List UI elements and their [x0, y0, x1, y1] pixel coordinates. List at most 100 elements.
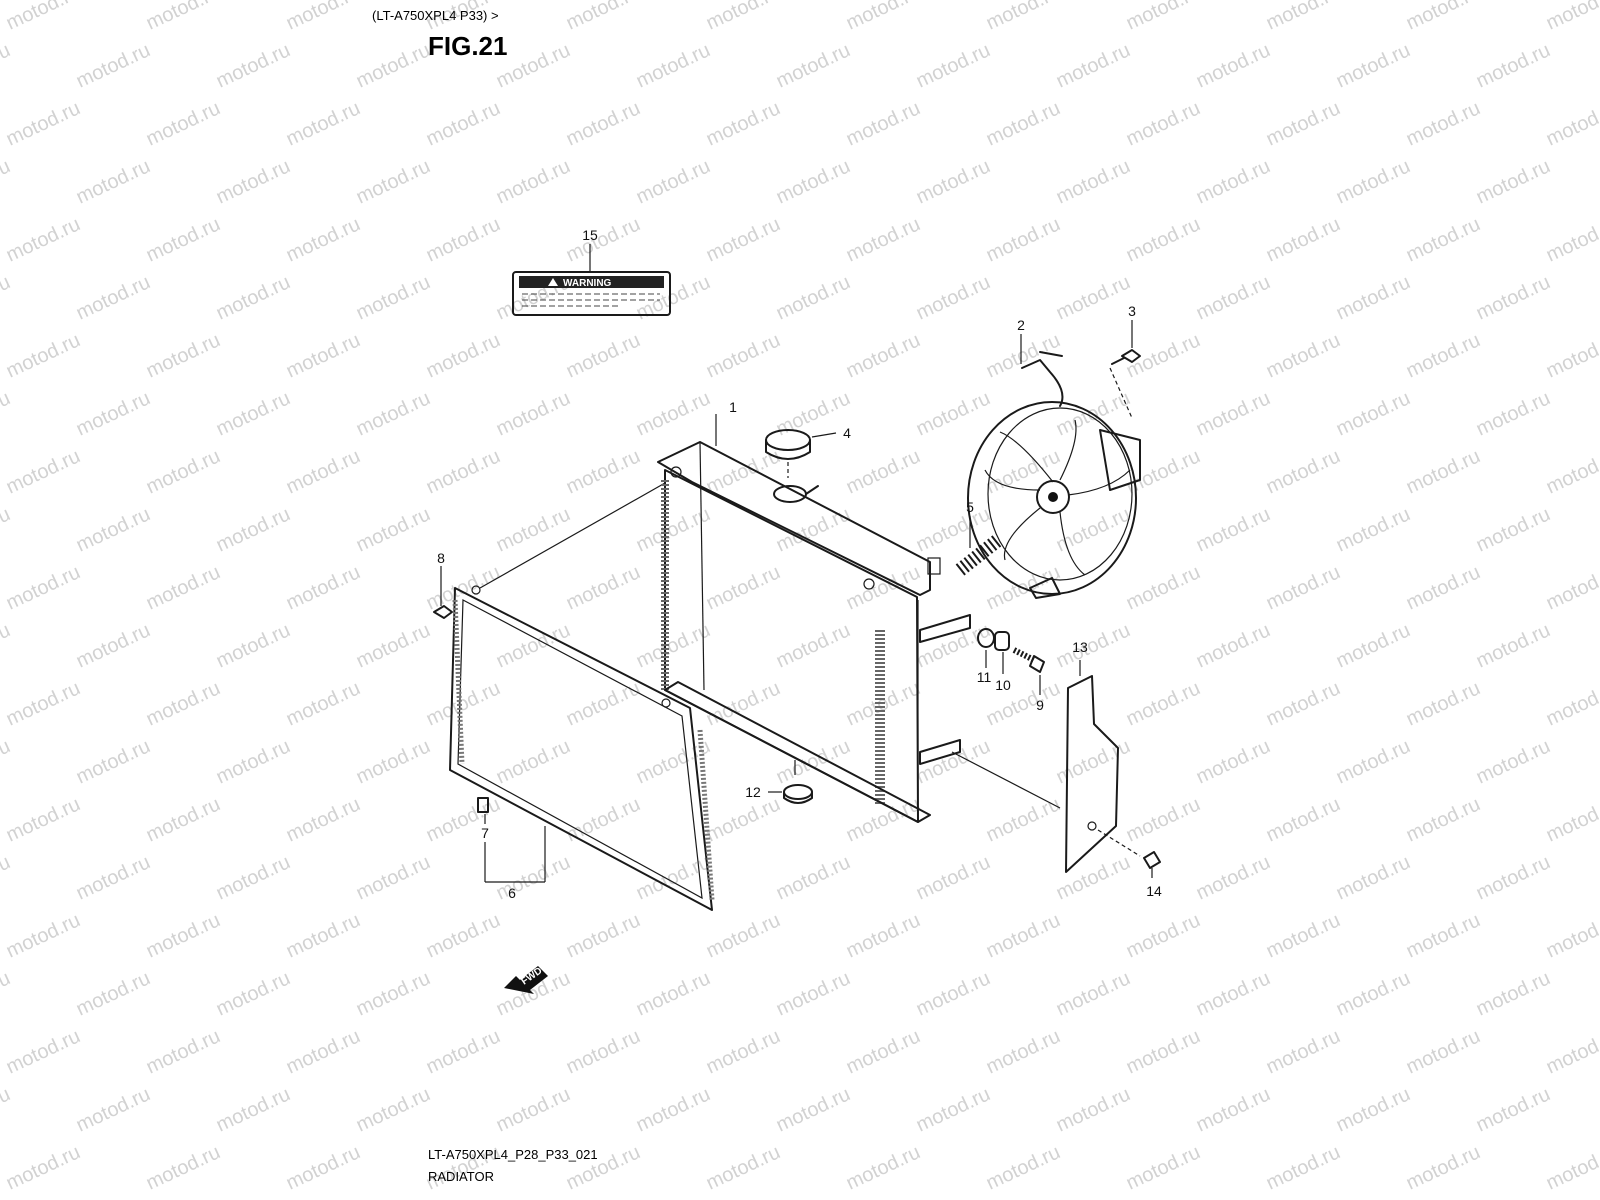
watermark-text: motod.ru [423, 909, 504, 962]
diagram-title: RADIATOR [428, 1169, 494, 1184]
watermark-text: motod.ru [1263, 1141, 1344, 1194]
watermark-text: motod.ru [703, 1141, 784, 1194]
watermark-text: motod.ru [843, 909, 924, 962]
watermark-text: motod.ru [983, 0, 1064, 35]
watermark-text: motod.ru [143, 0, 224, 35]
watermark-text: motod.ru [1053, 155, 1134, 208]
watermark-text: motod.ru [1333, 851, 1414, 904]
callout-3: 3 [1128, 303, 1136, 319]
watermark-text: motod.ru [983, 909, 1064, 962]
watermark-text: motod.ru [3, 1141, 84, 1194]
callout-8: 8 [437, 550, 445, 566]
hose-5 [955, 516, 1003, 576]
watermark-text: motod.ru [1193, 851, 1274, 904]
watermark-text: motod.ru [213, 851, 294, 904]
watermark-text: motod.ru [213, 271, 294, 324]
watermark-text: motod.ru [213, 155, 294, 208]
watermark-text: motod.ru [1333, 735, 1414, 788]
watermark-text: motod.ru [913, 967, 994, 1020]
watermark-text: motod.ru [213, 619, 294, 672]
watermark-text: motod.ru [493, 155, 574, 208]
watermark-text: motod.ru [73, 271, 154, 324]
watermark-text: motod.ru [1543, 677, 1600, 730]
watermark-text: motod.ru [1123, 677, 1204, 730]
watermark-text: motod.ru [983, 445, 1064, 498]
watermark-text: motod.ru [773, 735, 854, 788]
watermark-text: motod.ru [1193, 387, 1274, 440]
watermark-text: motod.ru [1053, 967, 1134, 1020]
watermark-text: motod.ru [1543, 793, 1600, 846]
watermark-text: motod.ru [73, 967, 154, 1020]
watermark-text: motod.ru [563, 561, 644, 614]
watermark-text: motod.ru [143, 329, 224, 382]
watermark-text: motod.ru [493, 735, 574, 788]
radiator-core [657, 414, 971, 823]
watermark-text: motod.ru [73, 619, 154, 672]
watermark-text: motod.ru [3, 909, 84, 962]
callout-12: 12 [745, 784, 761, 800]
watermark-text: motod.ru [283, 1141, 364, 1194]
watermark-text: motod.ru [1543, 1141, 1600, 1194]
watermark-text: motod.ru [913, 271, 994, 324]
watermark-text: motod.ru [1333, 503, 1414, 556]
watermark-text: motod.ru [563, 213, 644, 266]
watermark-text: motod.ru [423, 1025, 504, 1078]
watermark-text: motod.ru [1053, 1083, 1134, 1136]
watermark-text: motod.ru [0, 503, 14, 556]
watermark-text: motod.ru [773, 1083, 854, 1136]
watermark-text: motod.ru [73, 39, 154, 92]
watermark-text: motod.ru [1263, 909, 1344, 962]
watermark-text: motod.ru [73, 851, 154, 904]
watermark-text: motod.ru [283, 677, 364, 730]
figure-title: FIG.21 [428, 31, 507, 61]
watermark-text: motod.ru [1123, 213, 1204, 266]
watermark-text: motod.ru [143, 445, 224, 498]
watermark-text: motod.ru [143, 677, 224, 730]
watermark-text: motod.ru [143, 1025, 224, 1078]
watermark-text: motod.ru [1053, 851, 1134, 904]
watermark-text: motod.ru [3, 561, 84, 614]
watermark-text: motod.ru [843, 793, 924, 846]
watermark-text: motod.ru [1193, 1083, 1274, 1136]
watermark-text: motod.ru [353, 271, 434, 324]
watermark-text: motod.ru [3, 97, 84, 150]
watermark-text: motod.ru [1473, 851, 1554, 904]
watermark-text: motod.ru [563, 445, 644, 498]
watermark-text: motod.ru [143, 909, 224, 962]
watermark-text: motod.ru [283, 793, 364, 846]
watermark-text: motod.ru [1333, 619, 1414, 672]
watermark-text: motod.ru [143, 213, 224, 266]
watermark-text: motod.ru [143, 1141, 224, 1194]
watermark-text: motod.ru [1333, 1083, 1414, 1136]
callout-9: 9 [1036, 697, 1044, 713]
watermark-text: motod.ru [1403, 1141, 1484, 1194]
watermark-text: motod.ru [283, 97, 364, 150]
watermark-text: motod.ru [0, 735, 14, 788]
watermark-text: motod.ru [143, 793, 224, 846]
watermark-text: motod.ru [213, 387, 294, 440]
watermark-text: motod.ru [213, 735, 294, 788]
watermark-text: motod.ru [703, 793, 784, 846]
watermark-text: motod.ru [213, 503, 294, 556]
watermark-text: motod.ru [353, 851, 434, 904]
watermark-text: motod.ru [0, 1083, 14, 1136]
watermark-text: motod.ru [283, 213, 364, 266]
watermark-text: motod.ru [703, 677, 784, 730]
watermark-text: motod.ru [563, 909, 644, 962]
watermark-text: motod.ru [3, 445, 84, 498]
watermark-text: motod.ru [1193, 39, 1274, 92]
warning-triangle-icon [548, 278, 558, 286]
watermark-text: motod.ru [353, 155, 434, 208]
radiator-cap [765, 429, 837, 478]
watermark-text: motod.ru [1053, 271, 1134, 324]
watermark-text: motod.ru [1193, 155, 1274, 208]
watermark-text: motod.ru [1193, 271, 1274, 324]
watermark-text: motod.ru [283, 561, 364, 614]
callout-6: 6 [508, 885, 516, 901]
watermark-text: motod.ru [703, 1025, 784, 1078]
watermark-text: motod.ru [1053, 39, 1134, 92]
watermark-text: motod.ru [843, 0, 924, 35]
watermark-text: motod.ru [3, 0, 84, 35]
diagram-code: LT-A750XPL4_P28_P33_021 [428, 1147, 598, 1162]
watermark-text: motod.ru [843, 329, 924, 382]
